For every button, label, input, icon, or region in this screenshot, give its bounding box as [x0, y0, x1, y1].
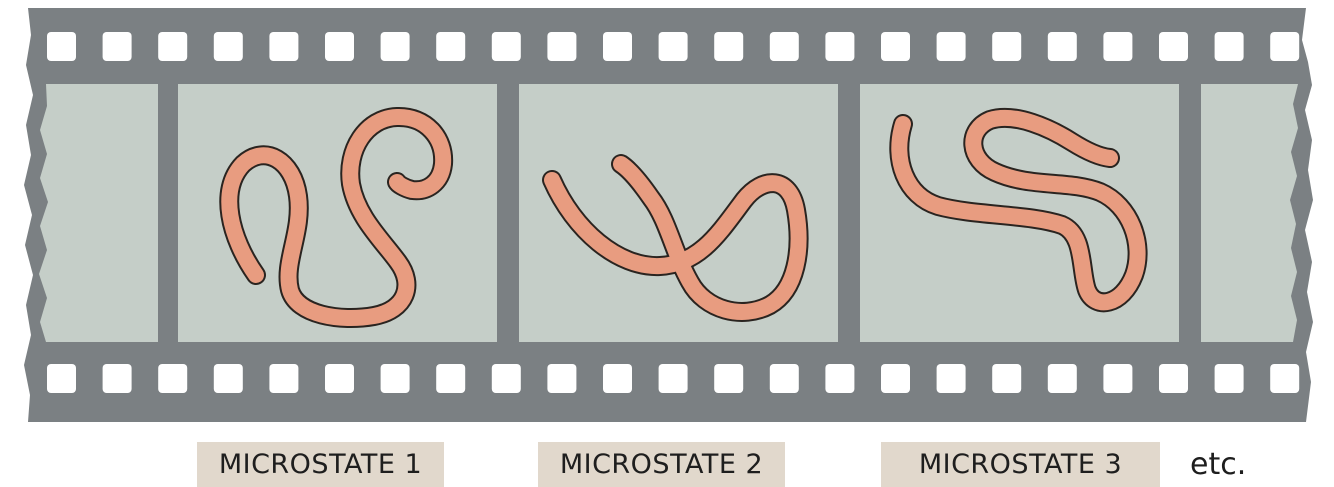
sprocket-hole	[158, 364, 188, 393]
sprocket-hole	[1159, 364, 1188, 393]
sprocket-hole	[269, 364, 299, 393]
polymer-chain-icon	[219, 107, 454, 328]
sprocket-hole	[1103, 32, 1133, 61]
continuation-text: etc.	[1190, 447, 1247, 482]
sprocket-hole	[1159, 32, 1188, 61]
sprocket-hole	[547, 32, 577, 61]
sprocket-hole	[380, 364, 410, 393]
sprocket-hole	[1047, 32, 1077, 61]
sprocket-hole	[658, 364, 688, 393]
sprocket-hole	[213, 364, 243, 393]
frame-divider	[838, 84, 860, 342]
sprocket-hole	[325, 364, 354, 393]
sprocket-hole	[1103, 364, 1133, 393]
sprocket-hole	[491, 364, 521, 393]
sprocket-hole	[992, 364, 1022, 393]
sprocket-hole	[1214, 364, 1244, 393]
sprocket-hole	[769, 32, 799, 61]
frame-divider	[497, 84, 519, 342]
sprocket-hole	[47, 32, 76, 61]
sprocket-hole	[436, 32, 466, 61]
sprocket-hole	[658, 32, 688, 61]
sprocket-hole	[102, 364, 132, 393]
sprocket-hole	[269, 32, 299, 61]
sprocket-hole	[213, 32, 243, 61]
sprocket-hole	[603, 32, 632, 61]
polymer-chain-icon	[542, 154, 809, 322]
sprocket-hole	[47, 364, 76, 393]
sprocket-hole	[1214, 32, 1244, 61]
sprocket-hole	[325, 32, 354, 61]
sprocket-hole	[769, 364, 799, 393]
sprocket-hole	[547, 364, 577, 393]
sprocket-hole	[1047, 364, 1077, 393]
sprocket-hole	[1270, 32, 1300, 61]
microstate-label: MICROSTATE 3	[881, 442, 1160, 487]
sprocket-hole	[714, 32, 744, 61]
sprocket-hole	[936, 364, 966, 393]
sprocket-hole	[825, 364, 855, 393]
sprocket-hole	[158, 32, 188, 61]
polymer-chain-icon	[889, 107, 1148, 313]
sprocket-hole	[436, 364, 466, 393]
frame-divider	[158, 84, 178, 342]
sprocket-hole	[992, 32, 1022, 61]
sprocket-hole	[881, 364, 910, 393]
microstate-label: MICROSTATE 1	[197, 442, 444, 487]
sprocket-hole	[881, 32, 910, 61]
sprocket-hole	[936, 32, 966, 61]
frame-divider	[1179, 84, 1201, 342]
sprocket-hole	[491, 32, 521, 61]
sprocket-hole	[1270, 364, 1300, 393]
microstate-label: MICROSTATE 2	[538, 442, 785, 487]
sprocket-hole	[603, 364, 632, 393]
sprocket-holes	[47, 32, 1300, 393]
sprocket-hole	[380, 32, 410, 61]
sprocket-hole	[825, 32, 855, 61]
sprocket-hole	[714, 364, 744, 393]
sprocket-hole	[102, 32, 132, 61]
film-strip	[24, 8, 1313, 422]
